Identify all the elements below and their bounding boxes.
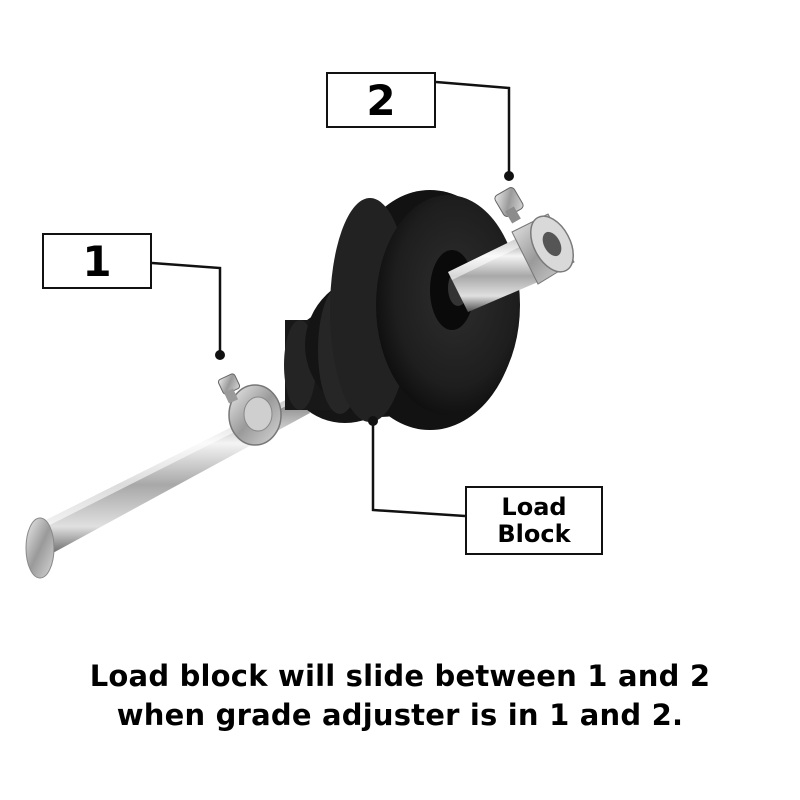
caption-line-2: when grade adjuster is in 1 and 2. <box>116 698 684 732</box>
callout-load-block-line1: Load <box>501 492 567 521</box>
callout-load-block-line2: Block <box>497 519 571 548</box>
collar-1 <box>217 373 282 446</box>
bar-end-collar <box>25 517 55 579</box>
caption-line-1: Load block will slide between 1 and 2 <box>89 659 711 693</box>
load-block <box>284 190 520 430</box>
callout-marker-1: 1 <box>42 233 152 289</box>
callout-marker-2-text: 2 <box>366 75 396 125</box>
callout-load-block: Load Block <box>465 486 603 555</box>
leader-line-2 <box>435 80 511 175</box>
collar-2 <box>494 187 575 285</box>
leader-dot-1 <box>215 350 225 360</box>
leader-line-load-block <box>371 422 466 518</box>
callout-marker-2: 2 <box>326 72 436 128</box>
leader-dot-load-block <box>368 416 378 426</box>
leader-line-1 <box>151 261 222 354</box>
callout-marker-1-text: 1 <box>82 236 112 286</box>
leader-dot-2 <box>504 171 514 181</box>
